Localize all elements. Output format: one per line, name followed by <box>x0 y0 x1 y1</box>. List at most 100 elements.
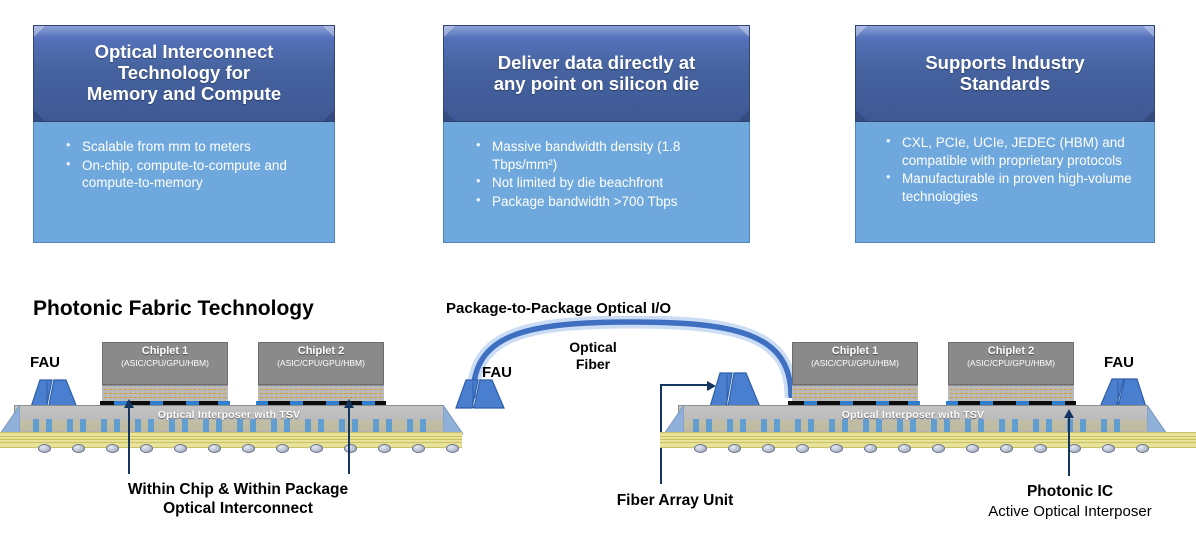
fiber-label: Optical Fiber <box>558 339 628 373</box>
tsv-pillar <box>114 419 120 432</box>
fiber-label-line2: Fiber <box>575 355 611 372</box>
optical-interposer-left: Optical Interposer with TSV <box>14 405 444 433</box>
solder-ball <box>38 444 51 453</box>
list-item: Massive bandwidth density (1.8 Tbps/mm²) <box>472 137 739 173</box>
tsv-pillar <box>80 419 86 432</box>
interposer-label: Optical Interposer with TSV <box>157 409 301 421</box>
tsv-pillar <box>407 419 413 432</box>
callout-left: Within Chip & Within Package Optical Int… <box>88 480 388 519</box>
tsv-pillar <box>169 419 175 432</box>
chiplet-2-right-routing <box>948 385 1074 403</box>
tsv-pillar <box>284 419 290 432</box>
fau-label-right: FAU <box>1104 354 1134 371</box>
callout-left-line2: Optical Interconnect <box>163 500 313 518</box>
solder-ball <box>446 444 459 453</box>
solder-ball <box>310 444 323 453</box>
solder-ball <box>208 444 221 453</box>
chiplet-name: Chiplet 1 <box>831 345 879 357</box>
chiplet-2-right: Chiplet 2 (ASIC/CPU/GPU/HBM) <box>948 342 1074 385</box>
solder-ball <box>694 444 707 453</box>
interposer-right-pkg-right-chamfer <box>1147 405 1167 435</box>
feature-box-3-title: Supports Industry Standards <box>917 52 1092 94</box>
chiplet-name: Chiplet 2 <box>987 345 1035 357</box>
tsv-pillar <box>67 419 73 432</box>
chiplet-1-right-waveguide-bar <box>788 401 920 407</box>
tsv-pillar <box>808 419 814 432</box>
chiplet-subtitle: (ASIC/CPU/GPU/HBM) <box>277 357 365 368</box>
chiplet-2-left: Chiplet 2 (ASIC/CPU/GPU/HBM) <box>258 342 384 385</box>
feature-box-3-header: Supports Industry Standards <box>855 25 1155 122</box>
tsv-pillar <box>931 419 937 432</box>
tsv-pillar <box>271 419 277 432</box>
tsv-pillar <box>727 419 733 432</box>
solder-ball <box>1034 444 1047 453</box>
waveguide-segment <box>256 401 268 407</box>
tsv-pillar <box>318 419 324 432</box>
package-substrate-right <box>660 432 1196 448</box>
solder-ball <box>378 444 391 453</box>
chiplet-1-left: Chiplet 1 (ASIC/CPU/GPU/HBM) <box>102 342 228 385</box>
diagram-heading-left: Photonic Fabric Technology <box>33 297 314 320</box>
bevel-bottom-left <box>34 110 45 121</box>
tsv-pillar <box>420 419 426 432</box>
callout-right: Photonic IC Active Optical Interposer <box>945 482 1195 522</box>
bevel-top-right <box>323 26 334 37</box>
solder-ball <box>762 444 775 453</box>
waveguide-segment <box>1052 401 1065 407</box>
feature-box-1-header: Optical Interconnect Technology for Memo… <box>33 25 335 122</box>
solder-ball <box>344 444 357 453</box>
solder-ball <box>72 444 85 453</box>
tsv-pillar <box>1033 419 1039 432</box>
tsv-pillar <box>216 419 222 432</box>
title-line: any point on silicon die <box>493 72 700 94</box>
tsv-pillar <box>706 419 712 432</box>
solder-ball <box>1102 444 1115 453</box>
tsv-band <box>15 420 443 431</box>
tsv-pillar <box>774 419 780 432</box>
feature-box-2-header: Deliver data directly at any point on si… <box>443 25 750 122</box>
tsv-pillar <box>842 419 848 432</box>
feature-box-1-title: Optical Interconnect Technology for Memo… <box>79 42 289 104</box>
tsv-pillar <box>339 419 345 432</box>
feature-box-2: Deliver data directly at any point on si… <box>443 25 750 243</box>
solder-ball <box>864 444 877 453</box>
waveguide-segment <box>218 401 230 407</box>
feature-box-1-bullet-list: Scalable from mm to meters On-chip, comp… <box>62 137 324 192</box>
feature-box-2-body: Massive bandwidth density (1.8 Tbps/mm²)… <box>443 122 750 243</box>
tsv-pillar <box>135 419 141 432</box>
fau-label-center: FAU <box>482 364 512 381</box>
solder-ball <box>412 444 425 453</box>
tsv-pillar <box>1067 419 1073 432</box>
waveguide-segment <box>1016 401 1029 407</box>
callout-right-line2: Active Optical Interposer <box>988 503 1152 521</box>
tsv-pillar <box>740 419 746 432</box>
tsv-pillar <box>965 419 971 432</box>
solder-ball <box>242 444 255 453</box>
solder-ball <box>174 444 187 453</box>
title-line: Memory and Compute <box>86 82 282 104</box>
bevel-bottom-left <box>444 110 455 121</box>
waveguide-segment <box>290 401 303 407</box>
chiplet-name: Chiplet 1 <box>141 345 189 357</box>
fau-connector-right-package-left <box>709 372 761 408</box>
photonic-ic-arrow-shaft <box>1068 418 1070 476</box>
list-item: Package bandwidth >700 Tbps <box>472 192 739 211</box>
tsv-pillar <box>863 419 869 432</box>
callout-left-line1: Within Chip & Within Package <box>127 481 349 498</box>
feature-box-2-title: Deliver data directly at any point on si… <box>486 52 708 94</box>
tsv-pillar <box>829 419 835 432</box>
tsv-pillar <box>148 419 154 432</box>
feature-box-3-body: CXL, PCIe, UCIe, JEDEC (HBM) and compati… <box>855 122 1155 243</box>
photonic-ic-arrow-head <box>1064 409 1074 418</box>
tsv-pillar <box>795 419 801 432</box>
optical-fiber-arc <box>466 316 798 398</box>
tsv-pillar <box>386 419 392 432</box>
solder-ball <box>1000 444 1013 453</box>
feature-box-1: Optical Interconnect Technology for Memo… <box>33 25 335 243</box>
feature-box-1-body: Scalable from mm to meters On-chip, comp… <box>33 122 335 243</box>
solder-ball <box>140 444 153 453</box>
waveguide-segment <box>946 401 958 407</box>
solder-ball <box>898 444 911 453</box>
tsv-pillar <box>693 419 699 432</box>
tsv-pillar <box>897 419 903 432</box>
